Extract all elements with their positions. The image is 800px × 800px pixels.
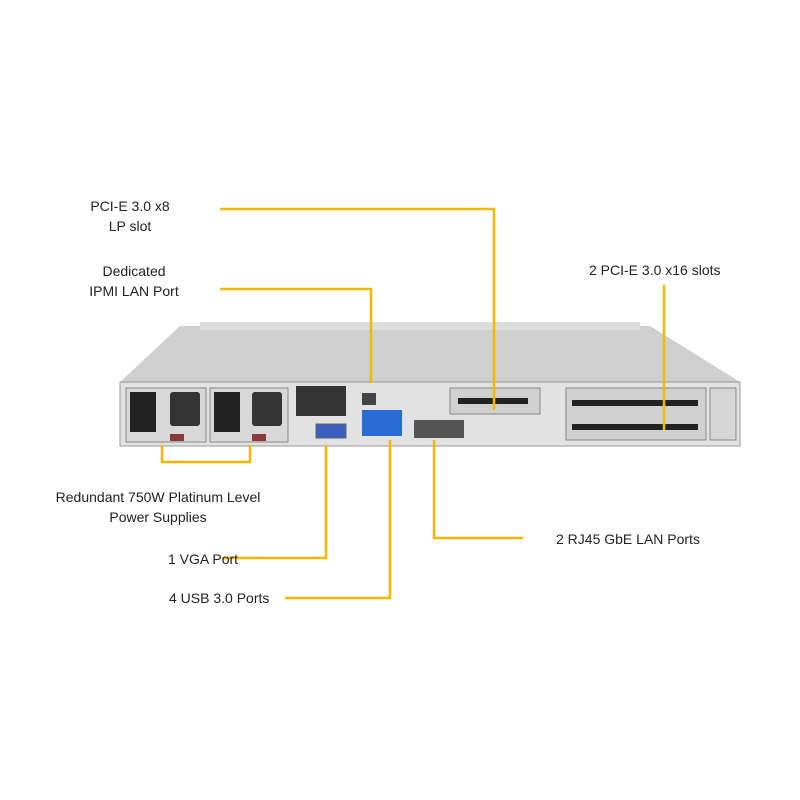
usb-ports xyxy=(362,410,402,436)
label-pcie-x8: PCI-E 3.0 x8 LP slot xyxy=(80,196,180,236)
label-line: PCI-E 3.0 x8 xyxy=(90,198,170,214)
label-line: LP slot xyxy=(108,218,152,234)
vent-grille xyxy=(296,386,346,416)
leader-pcie-x8 xyxy=(220,207,496,410)
label-lan: 2 RJ45 GbE LAN Ports xyxy=(556,531,700,547)
leader-psu xyxy=(160,445,252,464)
label-pcie-x16: 2 PCI-E 3.0 x16 slots xyxy=(589,262,721,278)
label-line: Dedicated xyxy=(102,263,166,279)
power-supply-1 xyxy=(125,387,207,443)
label-psu: Redundant 750W Platinum Level Power Supp… xyxy=(40,487,276,527)
ipmi-lan-port xyxy=(362,393,376,405)
power-supply-2 xyxy=(209,387,289,443)
leader-lines xyxy=(160,207,666,600)
label-usb: 4 USB 3.0 Ports xyxy=(169,590,270,606)
chassis-top xyxy=(120,326,740,382)
rj45-lan-ports xyxy=(414,420,464,438)
label-line: Power Supplies xyxy=(109,509,207,525)
label-ipmi: Dedicated IPMI LAN Port xyxy=(74,261,194,301)
label-vga: 1 VGA Port xyxy=(168,551,239,567)
leader-usb xyxy=(285,440,392,600)
label-line: Redundant 750W Platinum Level xyxy=(55,489,261,505)
label-line: IPMI LAN Port xyxy=(89,283,179,299)
leader-ipmi xyxy=(220,287,373,383)
leader-lan xyxy=(432,440,523,540)
pcie-x16-slots xyxy=(565,387,707,441)
leader-vga xyxy=(222,445,328,560)
vga-port xyxy=(315,423,347,439)
